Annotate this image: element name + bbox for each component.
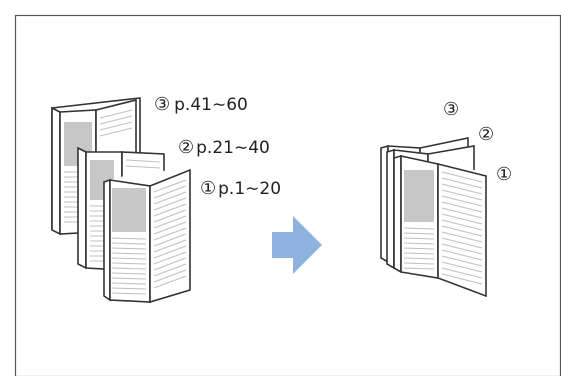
booklet-set-1 [103,168,191,304]
right-label-set-2: ② [478,124,494,145]
collated-stack [380,137,487,300]
right-label-set-1: ① [496,164,512,185]
right-arrow [272,216,322,274]
image-block [112,188,146,232]
right-label-set-3: ③ [443,99,459,120]
image-block [404,170,434,222]
